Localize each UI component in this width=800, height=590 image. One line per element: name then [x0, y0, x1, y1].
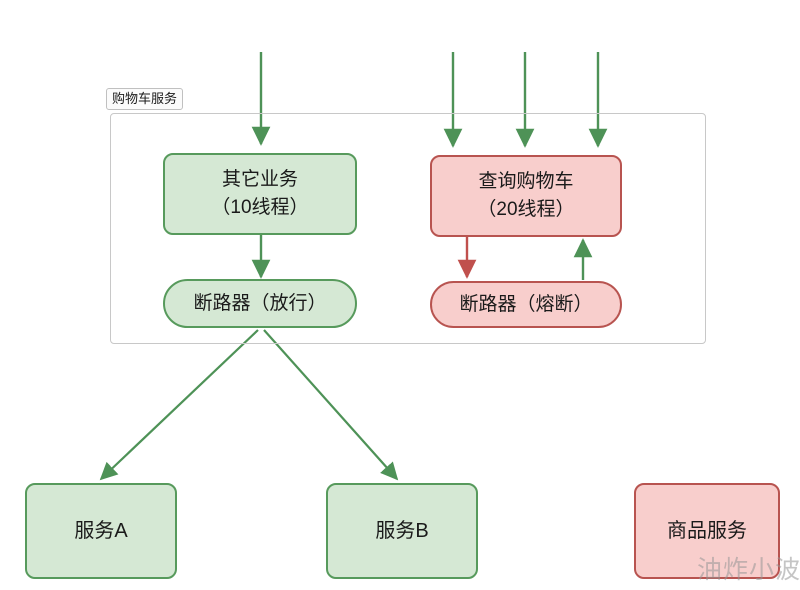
- arrow-breaker-pass-to-service-b: [263, 329, 399, 481]
- node-product-service-label: 商品服务: [667, 519, 747, 542]
- node-other-business-line1: 其它业务: [221, 169, 298, 191]
- group-frame-shopping-cart-service: [110, 113, 706, 344]
- node-service-b-label: 服务B: [375, 519, 429, 542]
- node-breaker-trip[interactable]: 断路器（熔断）: [430, 281, 622, 328]
- watermark: 油炸小波: [697, 555, 800, 584]
- node-service-a-label: 服务A: [74, 519, 128, 542]
- arrow-breaker-pass-to-service-a: [99, 329, 259, 481]
- node-query-cart[interactable]: 查询购物车 （20线程）: [430, 155, 622, 237]
- node-service-b[interactable]: 服务B: [326, 483, 478, 579]
- node-product-service[interactable]: 商品服务: [634, 483, 780, 579]
- node-breaker-pass[interactable]: 断路器（放行）: [163, 279, 357, 328]
- node-other-business[interactable]: 其它业务 （10线程）: [163, 153, 357, 235]
- group-label-shopping-cart-service: 购物车服务: [106, 88, 184, 110]
- node-breaker-trip-label: 断路器（熔断）: [459, 293, 593, 315]
- node-service-a[interactable]: 服务A: [25, 483, 177, 579]
- node-other-business-line2: （10线程）: [211, 197, 309, 218]
- node-query-cart-line1: 查询购物车: [478, 171, 574, 193]
- node-breaker-pass-label: 断路器（放行）: [193, 292, 327, 314]
- node-query-cart-line2: （20线程）: [477, 199, 575, 220]
